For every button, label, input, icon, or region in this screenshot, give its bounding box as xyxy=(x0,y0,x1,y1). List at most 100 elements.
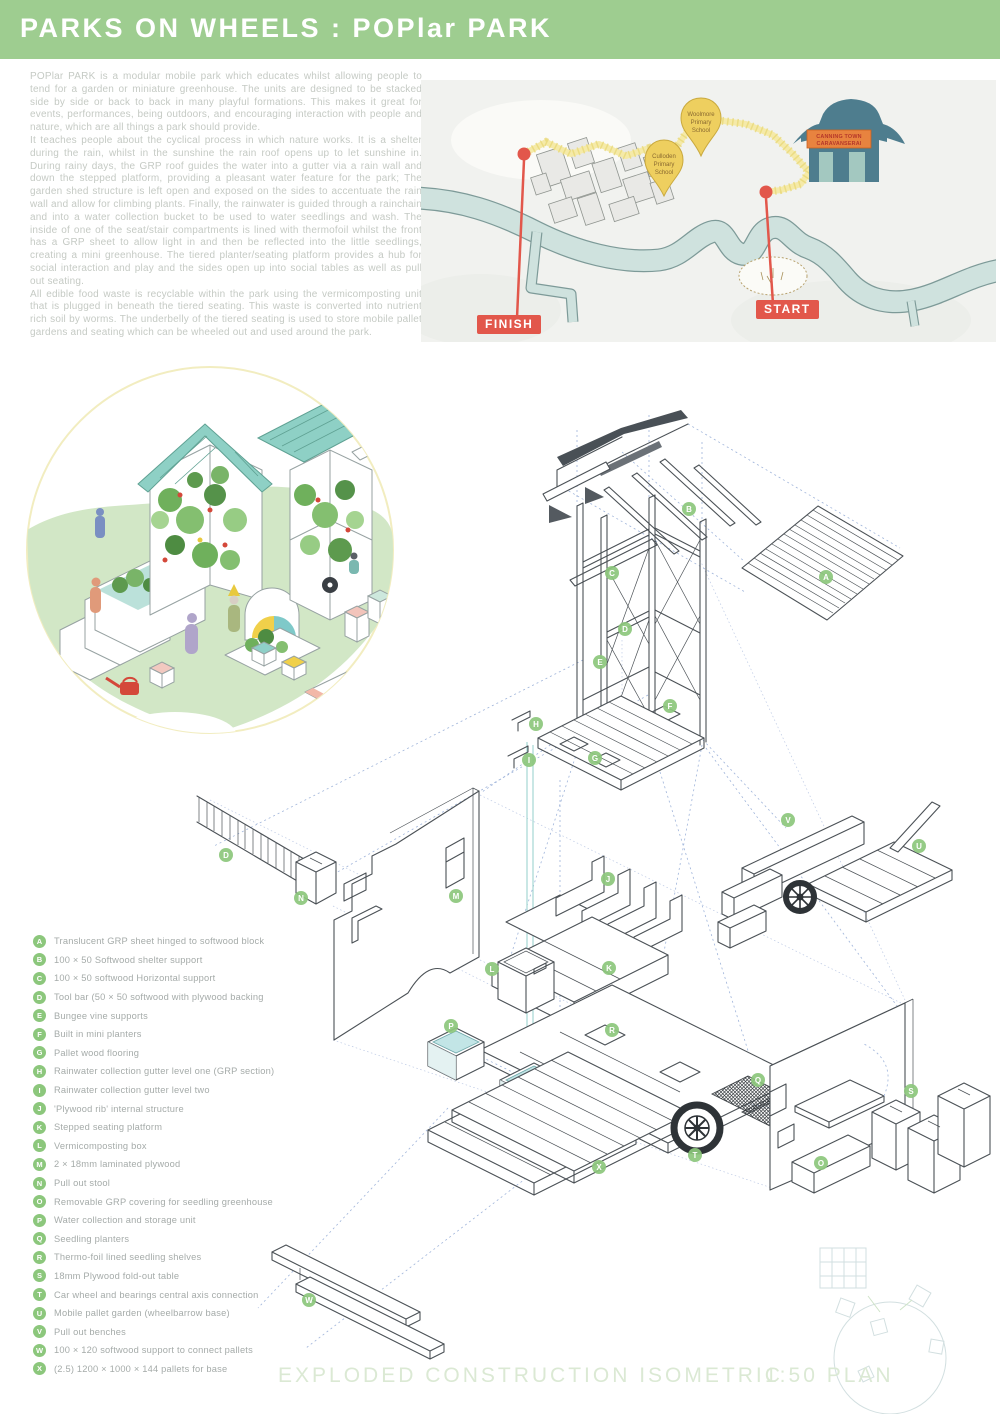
drawing-letter-badge: A xyxy=(819,570,833,584)
legend-item-label: Stepped seating platform xyxy=(54,1122,163,1133)
legend-item-label: 2 × 18mm laminated plywood xyxy=(54,1159,181,1170)
intro-paragraph: It teaches people about the cyclical pro… xyxy=(30,134,422,287)
legend-item: G Pallet wood flooring xyxy=(33,1044,313,1063)
grp-sheet xyxy=(741,505,904,621)
drawing-letter-badge: Q xyxy=(751,1073,765,1087)
gutter-level-two xyxy=(507,745,529,769)
drawing-letter-badge: U xyxy=(912,839,926,853)
legend-item-label: 100 × 50 Softwood shelter support xyxy=(54,954,203,965)
legend-item-label: Pull out stool xyxy=(54,1178,111,1189)
legend-item: B 100 × 50 Softwood shelter support xyxy=(33,951,313,970)
legend-letter-badge: B xyxy=(33,953,46,967)
drawing-letter-badge: R xyxy=(605,1023,619,1037)
legend-letter-badge: K xyxy=(33,1120,46,1134)
map-pin-woolmore: Woolmore Primary School xyxy=(680,97,722,158)
drawing-letter-badge: V xyxy=(781,813,795,827)
drawing-letter-badge: X xyxy=(592,1160,606,1174)
legend-letter-badge: R xyxy=(33,1250,46,1264)
svg-text:Woolmore: Woolmore xyxy=(687,112,715,118)
base-pallets xyxy=(427,1051,691,1196)
drawing-letter-badge: M xyxy=(449,889,463,903)
drawing-letter-badge: H xyxy=(529,717,543,731)
legend-item-label: 18mm Plywood fold-out table xyxy=(54,1270,180,1281)
legend-item: M 2 × 18mm laminated plywood xyxy=(33,1155,313,1174)
drawing-letter-badge: S xyxy=(904,1084,918,1098)
city-buildings xyxy=(530,137,675,226)
map-pin-culloden: Culloden Primary School xyxy=(644,139,684,198)
svg-text:School: School xyxy=(692,128,710,134)
park-render-circle xyxy=(26,366,394,734)
legend-item-label: Rainwater collection gutter level one (G… xyxy=(54,1066,275,1077)
drawing-letter-badge: E xyxy=(593,655,607,669)
venue-sign xyxy=(806,129,872,149)
plywood-ribs xyxy=(505,855,683,956)
caption-plan: 1:50 PLAN xyxy=(765,1364,894,1387)
grp-cover-box xyxy=(791,1134,871,1194)
legend-letter-badge: E xyxy=(33,1009,46,1023)
legend-letter-badge: J xyxy=(33,1102,46,1116)
exploded-isometric-drawing xyxy=(196,410,991,1360)
svg-text:School: School xyxy=(655,170,673,176)
watering-can xyxy=(120,682,139,695)
legend-item-label: Pallet wood flooring xyxy=(54,1047,140,1058)
start-finish-markers xyxy=(515,147,775,319)
venue-sign-line2: CARAVANSERAI xyxy=(816,141,861,147)
legend-letter-badge: I xyxy=(33,1083,46,1097)
pallet-trailer xyxy=(783,801,953,923)
legend-item-label: Pull out benches xyxy=(54,1326,126,1337)
route-map-illustration: CANNING TOWN CARAVANSERAI Woolmore Prima… xyxy=(421,80,996,342)
legend-letter-badge: O xyxy=(33,1195,46,1209)
island xyxy=(738,256,808,296)
drawing-letter-badge: D xyxy=(618,622,632,636)
legend-item: X(2.5) 1200 × 1000 × 144 pallets for bas… xyxy=(33,1360,313,1379)
axle-wheel xyxy=(670,1101,724,1155)
drawing-letter-badge: N xyxy=(294,891,308,905)
start-label: START xyxy=(756,300,819,319)
legend-letter-badge: N xyxy=(33,1176,46,1190)
legend-item: S 18mm Plywood fold-out table xyxy=(33,1267,313,1286)
legend-item-label: 100 × 120 softwood support to connect pa… xyxy=(54,1345,253,1356)
finish-label: FINISH xyxy=(477,315,542,334)
legend-item: N Pull out stool xyxy=(33,1174,313,1193)
legend-item-label: Removable GRP covering for seedling gree… xyxy=(54,1196,273,1207)
svg-text:Culloden: Culloden xyxy=(652,154,676,160)
legend-item-label: Built in mini planters xyxy=(54,1029,142,1040)
legend-letter-badge: C xyxy=(33,971,46,985)
tall-stools xyxy=(871,1082,991,1194)
drawing-letter-badge: O xyxy=(814,1156,828,1170)
legend-letter-badge: S xyxy=(33,1269,46,1283)
river xyxy=(421,186,996,327)
legend-letter-badge: Q xyxy=(33,1232,46,1246)
legend-item-label: Mobile pallet garden (wheelbarrow base) xyxy=(54,1308,230,1319)
legend-item: O Removable GRP covering for seedling gre… xyxy=(33,1192,313,1211)
legend-letter-badge: G xyxy=(33,1046,46,1060)
legend-letter-badge: D xyxy=(33,990,46,1004)
rain-wall xyxy=(333,787,480,1041)
pull-out-stool xyxy=(295,851,337,905)
legend-item-label: Translucent GRP sheet hinged to softwood… xyxy=(54,936,265,947)
drawing-letter-badge: P xyxy=(444,1019,458,1033)
finish-dot xyxy=(517,147,531,161)
drawing-letter-badge: J xyxy=(601,872,615,886)
drawing-letter-badge: W xyxy=(302,1293,316,1307)
legend-item-label: Rainwater collection gutter level two xyxy=(54,1085,210,1096)
page-title: PARKS ON WHEELS : POPlar PARK xyxy=(20,13,553,43)
legend-item: H Rainwater collection gutter level one (… xyxy=(33,1062,313,1081)
drawing-letter-badge: F xyxy=(663,699,677,713)
legend-letter-badge: W xyxy=(33,1343,46,1357)
header-bar: PARKS ON WHEELS : POPlar PARK xyxy=(0,0,1000,59)
legend-letter-badge: M xyxy=(33,1157,46,1171)
legend-letter-badge: T xyxy=(33,1288,46,1302)
legend-letter-badge: H xyxy=(33,1064,46,1078)
pagoda-building: CANNING TOWN CARAVANSERAI xyxy=(793,99,905,182)
horizontal-support xyxy=(569,538,658,587)
